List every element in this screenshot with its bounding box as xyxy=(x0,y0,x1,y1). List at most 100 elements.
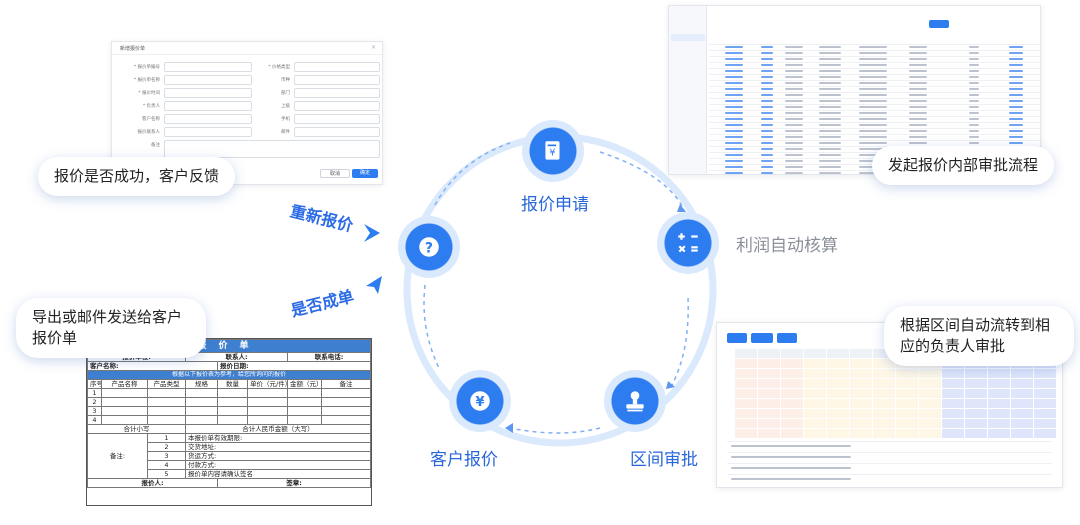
list-cell[interactable] xyxy=(1009,70,1023,72)
list-cell[interactable] xyxy=(1009,46,1023,48)
apply-node[interactable]: ¥ xyxy=(522,120,584,182)
list-cell[interactable] xyxy=(761,166,773,168)
form-field-input-right[interactable] xyxy=(294,127,380,137)
list-cell[interactable] xyxy=(1009,118,1023,120)
list-cell[interactable] xyxy=(1009,124,1023,126)
list-cell[interactable] xyxy=(1009,136,1023,138)
list-cell[interactable] xyxy=(1009,88,1023,90)
list-cell[interactable] xyxy=(761,136,773,138)
approval-btn-3[interactable] xyxy=(777,333,797,343)
approval-cell xyxy=(850,419,872,428)
quote-item-cell xyxy=(321,388,371,398)
list-cell[interactable] xyxy=(761,70,773,72)
list-cell[interactable] xyxy=(725,106,743,108)
list-cell[interactable] xyxy=(1009,100,1023,102)
list-cell[interactable] xyxy=(761,130,773,132)
list-cell[interactable] xyxy=(761,52,773,54)
list-cell[interactable] xyxy=(1009,130,1023,132)
list-cell[interactable] xyxy=(1009,112,1023,114)
approval-btn-1[interactable] xyxy=(727,333,747,343)
list-cell[interactable] xyxy=(725,58,743,60)
list-cell[interactable] xyxy=(761,82,773,84)
list-cell[interactable] xyxy=(761,112,773,114)
list-search-button[interactable] xyxy=(929,20,949,28)
approval-cell xyxy=(1011,369,1033,378)
list-cell[interactable] xyxy=(725,76,743,78)
form-field-input[interactable] xyxy=(164,114,252,124)
confirm-button[interactable]: 确定 xyxy=(352,169,378,178)
list-cell xyxy=(819,94,841,96)
list-cell[interactable] xyxy=(1009,82,1023,84)
profit-node[interactable] xyxy=(657,212,719,274)
form-field-input-right[interactable] xyxy=(294,75,380,85)
list-cell[interactable] xyxy=(725,52,743,54)
list-cell[interactable] xyxy=(761,142,773,144)
approval-btn-2[interactable] xyxy=(751,333,773,343)
list-row-divider xyxy=(709,128,1040,129)
list-cell[interactable] xyxy=(761,148,773,150)
list-cell[interactable] xyxy=(1009,76,1023,78)
cancel-button[interactable]: 取消 xyxy=(320,169,350,178)
list-cell[interactable] xyxy=(761,106,773,108)
list-cell[interactable] xyxy=(725,88,743,90)
list-cell[interactable] xyxy=(761,172,773,174)
list-cell[interactable] xyxy=(725,154,743,156)
list-cell[interactable] xyxy=(761,58,773,60)
list-cell[interactable] xyxy=(761,160,773,162)
list-cell[interactable] xyxy=(725,64,743,66)
list-cell[interactable] xyxy=(725,124,743,126)
list-cell[interactable] xyxy=(725,70,743,72)
list-cell xyxy=(785,118,803,120)
list-cell[interactable] xyxy=(761,64,773,66)
list-cell[interactable] xyxy=(725,142,743,144)
approval-cell xyxy=(965,429,987,438)
list-cell[interactable] xyxy=(1009,106,1023,108)
list-sidebar-active[interactable] xyxy=(671,34,705,41)
list-cell[interactable] xyxy=(725,82,743,84)
list-cell[interactable] xyxy=(725,160,743,162)
list-cell[interactable] xyxy=(725,136,743,138)
range-node[interactable] xyxy=(604,370,666,432)
list-cell xyxy=(819,148,841,150)
list-cell[interactable] xyxy=(725,112,743,114)
list-cell xyxy=(785,76,803,78)
form-field-input-right[interactable] xyxy=(294,114,380,124)
list-cell[interactable] xyxy=(761,94,773,96)
quote-item-cell xyxy=(101,415,148,425)
list-cell[interactable] xyxy=(761,46,773,48)
form-field-input[interactable] xyxy=(164,62,252,72)
customer-node[interactable]: ¥ xyxy=(449,370,511,432)
list-cell[interactable] xyxy=(761,118,773,120)
list-cell[interactable] xyxy=(725,130,743,132)
list-cell[interactable] xyxy=(761,154,773,156)
approval-cell xyxy=(758,379,780,388)
form-field-input[interactable] xyxy=(164,88,252,98)
decision-node[interactable]: ? xyxy=(398,216,460,278)
list-cell[interactable] xyxy=(761,100,773,102)
list-cell[interactable] xyxy=(725,100,743,102)
list-cell[interactable] xyxy=(1009,94,1023,96)
list-cell[interactable] xyxy=(725,148,743,150)
list-cell[interactable] xyxy=(1009,64,1023,66)
list-cell[interactable] xyxy=(725,118,743,120)
list-cell[interactable] xyxy=(725,172,743,174)
list-cell[interactable] xyxy=(1009,52,1023,54)
list-cell[interactable] xyxy=(761,76,773,78)
form-field-input[interactable] xyxy=(164,101,252,111)
form-field-input[interactable] xyxy=(164,140,380,158)
form-field-input-right[interactable] xyxy=(294,101,380,111)
list-cell xyxy=(969,64,979,66)
form-field-input[interactable] xyxy=(164,127,252,137)
list-cell[interactable] xyxy=(725,166,743,168)
list-cell[interactable] xyxy=(761,124,773,126)
list-cell[interactable] xyxy=(761,88,773,90)
form-field-input[interactable] xyxy=(164,75,252,85)
close-icon[interactable]: × xyxy=(370,44,376,51)
list-cell[interactable] xyxy=(725,94,743,96)
form-field-input-right[interactable] xyxy=(294,62,380,72)
quote-total: 合计人民币金额（大写） xyxy=(185,424,371,434)
list-cell[interactable] xyxy=(725,46,743,48)
list-cell[interactable] xyxy=(1009,58,1023,60)
form-field-input-right[interactable] xyxy=(294,88,380,98)
list-cell[interactable] xyxy=(1009,142,1023,144)
